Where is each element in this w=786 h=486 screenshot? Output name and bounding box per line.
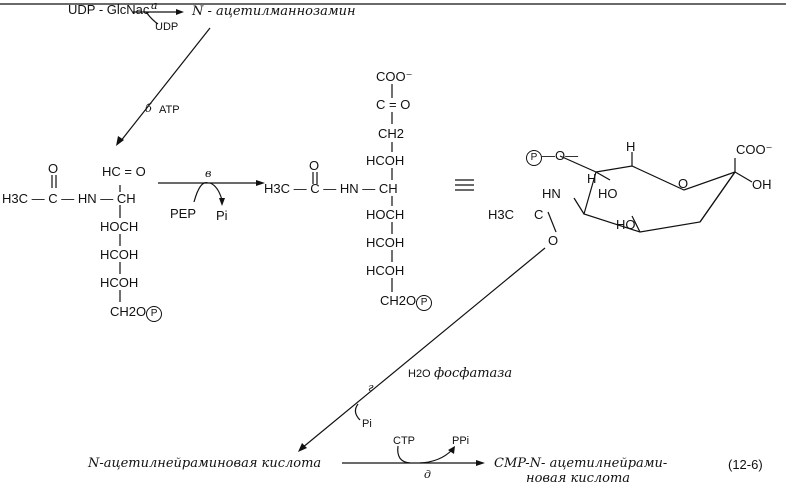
left-phosphate-circle: P bbox=[146, 306, 163, 322]
arrow-d-curl-head bbox=[448, 446, 455, 454]
mid-coo: COO⁻ bbox=[376, 69, 413, 84]
udp-glcnac-label: UDP - GlcNac bbox=[68, 2, 150, 17]
ring-amide-o: O bbox=[548, 233, 559, 248]
arrow-v-head bbox=[256, 180, 265, 186]
ring-ho-lower-bond bbox=[631, 215, 641, 233]
arrow-b-head bbox=[116, 136, 124, 146]
ring-o-link-bond bbox=[559, 155, 597, 173]
pep-label: PEP bbox=[170, 206, 197, 221]
mid-acetamido-row: H3C — C — HN — CH bbox=[264, 181, 398, 196]
enzyme-v-label: в bbox=[205, 167, 212, 180]
neuraminic-acid-label: N-ацетилнейраминовая кислота bbox=[88, 456, 322, 471]
ring-h3c: H3C bbox=[488, 207, 515, 222]
ring-h-top: H bbox=[626, 139, 636, 154]
ring-right-bond bbox=[699, 171, 736, 223]
arrow-d-curl-in bbox=[397, 445, 411, 464]
cmp-product-line2: новая кислота bbox=[526, 471, 631, 486]
mid-chain-2: HCOH bbox=[366, 235, 405, 250]
ring-bottom-edge bbox=[583, 171, 736, 233]
arrow-a-curl bbox=[145, 11, 159, 25]
mid-terminal-text: CH2O bbox=[380, 293, 417, 308]
ring-ho-upper: HO bbox=[598, 186, 618, 201]
ctp-label: CTP bbox=[393, 435, 415, 447]
pi-label-v: Pi bbox=[216, 208, 228, 223]
arrow-v-curl-in bbox=[193, 182, 209, 203]
phosphatase-label: фосфатаза bbox=[434, 366, 513, 381]
left-acetamido-row: H3C — C — HN — CH bbox=[2, 191, 136, 206]
arrow-v-curl-head bbox=[219, 198, 225, 206]
enzyme-a-label: a bbox=[151, 0, 158, 12]
left-chain-1: HOCH bbox=[100, 219, 139, 234]
ring-oh-bond bbox=[734, 171, 753, 183]
mid-chain-1: HOCH bbox=[366, 207, 405, 222]
left-terminal-text: CH2O bbox=[110, 304, 147, 319]
ring-phosphate-group: P—O— bbox=[526, 149, 578, 166]
arrow-a-head bbox=[176, 9, 184, 15]
atp-label: ATP bbox=[159, 104, 180, 116]
ring-hn: HN bbox=[542, 186, 561, 201]
ring-oxygen: O bbox=[678, 176, 689, 191]
arrow-d-head bbox=[476, 460, 485, 466]
ring-amide-c: C bbox=[534, 207, 544, 222]
ring-hn-bond bbox=[573, 197, 585, 215]
arrow-g-curl bbox=[354, 403, 361, 421]
arrow-g bbox=[301, 247, 546, 449]
arrow-d-curl-out bbox=[419, 449, 453, 464]
equation-number: (12-6) bbox=[728, 457, 763, 472]
arrow-g-head bbox=[298, 443, 307, 452]
ring-h-left-bond bbox=[595, 171, 611, 181]
ring-trailing-dot: . bbox=[768, 169, 772, 184]
ring-coo: COO⁻ bbox=[736, 142, 773, 157]
ring-ho-lower: HO bbox=[616, 217, 636, 232]
pi-label-g: Pi bbox=[362, 418, 372, 430]
ring-phosphate-circle: P bbox=[526, 150, 542, 166]
left-carbonyl-o: O bbox=[48, 161, 59, 176]
ring-o-link: —O— bbox=[542, 148, 579, 163]
n-acetylmannosamine-label: N - ацетилманнозамин bbox=[192, 4, 356, 19]
ring-top-edge bbox=[595, 165, 736, 191]
ring-amide-bond bbox=[547, 211, 557, 233]
mid-phosphate-circle: P bbox=[416, 295, 433, 311]
mid-chain-3: HCOH bbox=[366, 263, 405, 278]
mid-hcoh-top: HCOH bbox=[366, 153, 405, 168]
enzyme-b-label: б bbox=[145, 102, 152, 115]
arrow-v-curl-out bbox=[209, 182, 223, 201]
mid-carbonyl-o: O bbox=[309, 158, 320, 173]
left-aldehyde: HC = O bbox=[102, 164, 146, 179]
enzyme-g-label: г bbox=[368, 381, 374, 394]
ring-h-left: H bbox=[587, 171, 597, 186]
ppi-label: PPi bbox=[452, 435, 470, 447]
mid-ch2: CH2 bbox=[378, 126, 405, 141]
enzyme-d-label: д bbox=[424, 468, 431, 481]
left-chain-2: HCOH bbox=[100, 247, 139, 262]
arrow-b bbox=[119, 27, 211, 143]
udp-cofactor-label: UDP bbox=[155, 21, 179, 33]
ring-oh: OH bbox=[752, 177, 772, 192]
cmp-product-line1: CMP-N- ацетилнейрами- bbox=[494, 456, 668, 471]
water-label: H2O bbox=[408, 368, 431, 380]
left-chain-3: HCOH bbox=[100, 275, 139, 290]
mid-c-o: C = O bbox=[376, 97, 411, 112]
